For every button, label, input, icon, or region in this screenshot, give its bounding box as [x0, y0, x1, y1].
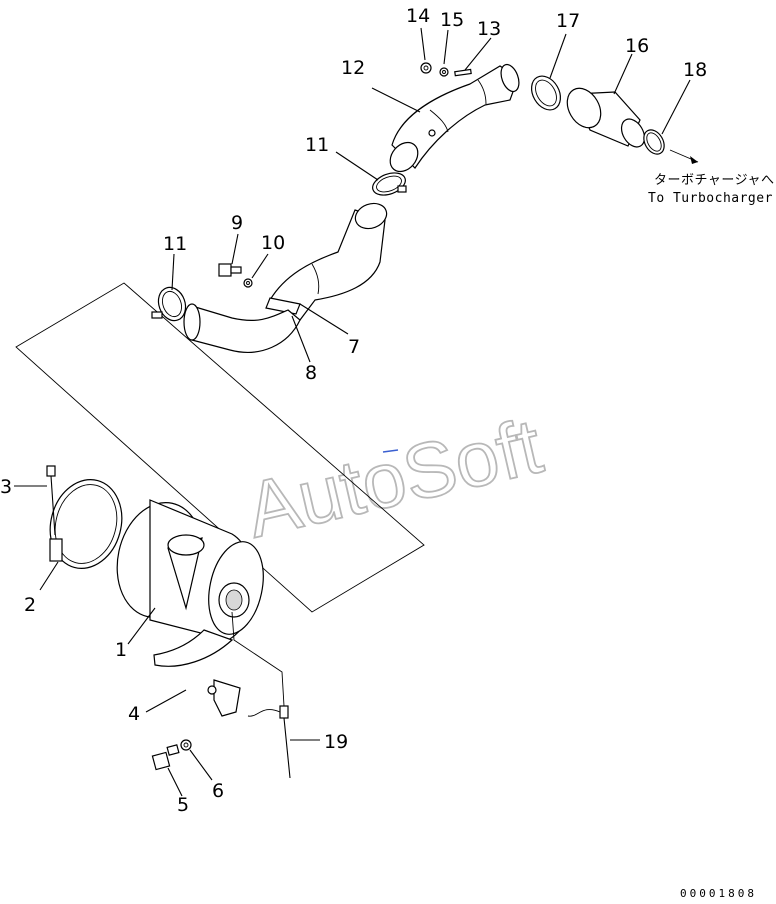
callout-18: 18	[683, 59, 707, 81]
callout-10: 10	[261, 232, 285, 254]
callout-15: 15	[440, 9, 464, 31]
callout-16: 16	[625, 35, 649, 57]
washer-15	[439, 67, 449, 77]
clamp-8	[265, 297, 301, 315]
callout-13: 13	[477, 18, 501, 40]
callout-1: 1	[115, 639, 127, 661]
lower-elbow	[183, 303, 301, 353]
clamp-11-lower	[151, 286, 187, 322]
callouts: 12 13 14 15 17 16 18 11 11 9 10 7 8 3 2 …	[0, 5, 707, 816]
callout-12: 12	[341, 57, 365, 79]
callout-9: 9	[231, 212, 243, 234]
washer-6	[180, 739, 192, 751]
callout-6: 6	[212, 780, 224, 802]
bolt-13	[454, 68, 472, 77]
callout-4: 4	[128, 703, 140, 725]
mounting-plane	[15, 282, 425, 613]
leader-lines	[14, 27, 691, 797]
clamp-17	[530, 75, 562, 111]
callout-11-lower: 11	[163, 233, 187, 255]
callout-3: 3	[0, 476, 12, 498]
callout-7: 7	[348, 336, 360, 358]
hose-16	[566, 87, 646, 148]
band-clamp-2	[49, 478, 123, 570]
callout-2: 2	[24, 594, 36, 616]
callout-5: 5	[177, 794, 189, 816]
elbow-hose-7	[269, 202, 388, 321]
bolt-3	[46, 465, 56, 536]
elbow-pipe-12	[389, 63, 520, 173]
washer-10	[243, 278, 253, 288]
callout-19: 19	[324, 731, 348, 753]
bolt-5	[151, 744, 180, 771]
callout-14: 14	[406, 5, 430, 27]
note-english: To Turbocharger	[648, 191, 773, 206]
clamp-18	[643, 129, 665, 155]
callout-17: 17	[556, 10, 580, 32]
drawing-code: 00001808	[680, 887, 757, 900]
callout-8: 8	[305, 362, 317, 384]
nut-14	[420, 62, 432, 74]
sensor-19	[231, 611, 291, 779]
bracket-4	[153, 629, 241, 717]
callout-11-upper: 11	[305, 134, 329, 156]
air-cleaner-1	[116, 499, 264, 641]
clamp-11-upper	[372, 172, 407, 196]
note-japanese: ターボチャージャへ	[654, 173, 774, 188]
bolt-9	[218, 263, 242, 277]
